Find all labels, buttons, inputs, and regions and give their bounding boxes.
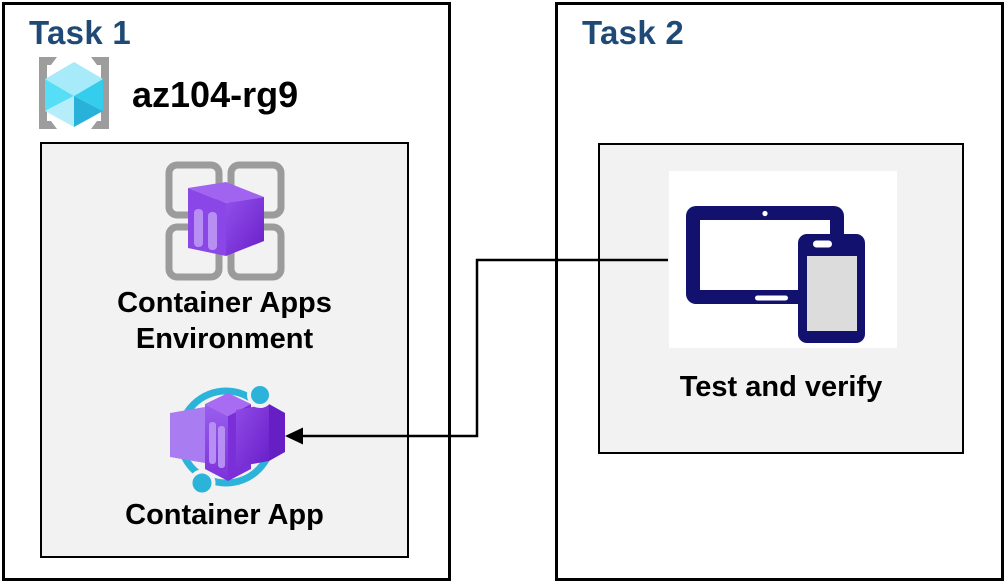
- cube-right-lower: [74, 96, 103, 127]
- right-box-front: [236, 404, 269, 467]
- box-right-face: [226, 197, 264, 256]
- cube-left-upper: [45, 79, 74, 111]
- test-and-verify-label: Test and verify: [679, 371, 883, 403]
- cyan-node-dot: [188, 469, 216, 497]
- phone-speaker: [813, 240, 832, 248]
- box-stripe: [208, 212, 217, 250]
- resource-group-name: az104-rg9: [132, 74, 299, 115]
- right-box-side: [269, 404, 285, 461]
- device-card: [669, 171, 897, 348]
- box-stripe: [194, 209, 203, 247]
- left-flap: [170, 407, 205, 463]
- cube-left-lower: [45, 96, 74, 127]
- left-bracket: [39, 57, 57, 129]
- box-top-face: [188, 182, 264, 203]
- tablet-camera: [762, 210, 768, 217]
- task2-title: Task 2: [582, 14, 685, 51]
- container-app-icon: [167, 377, 289, 497]
- resource-group-icon: [36, 56, 116, 132]
- tablet-and-phone-icon: [686, 206, 865, 343]
- cube-right-upper: [74, 79, 103, 111]
- cyan-node-dot: [247, 382, 273, 408]
- right-bracket: [91, 57, 109, 129]
- task1-title: Task 1: [29, 14, 132, 51]
- container-app-label: Container App: [125, 499, 324, 531]
- tablet-home-button: [755, 295, 788, 301]
- phone-screen: [807, 256, 857, 331]
- main-box-stripe: [218, 426, 225, 468]
- container-apps-environment-icon: [163, 159, 287, 283]
- main-box-top: [205, 393, 251, 416]
- main-box-stripe: [209, 422, 216, 464]
- container-apps-environment-label: Container Apps Environment: [117, 287, 332, 355]
